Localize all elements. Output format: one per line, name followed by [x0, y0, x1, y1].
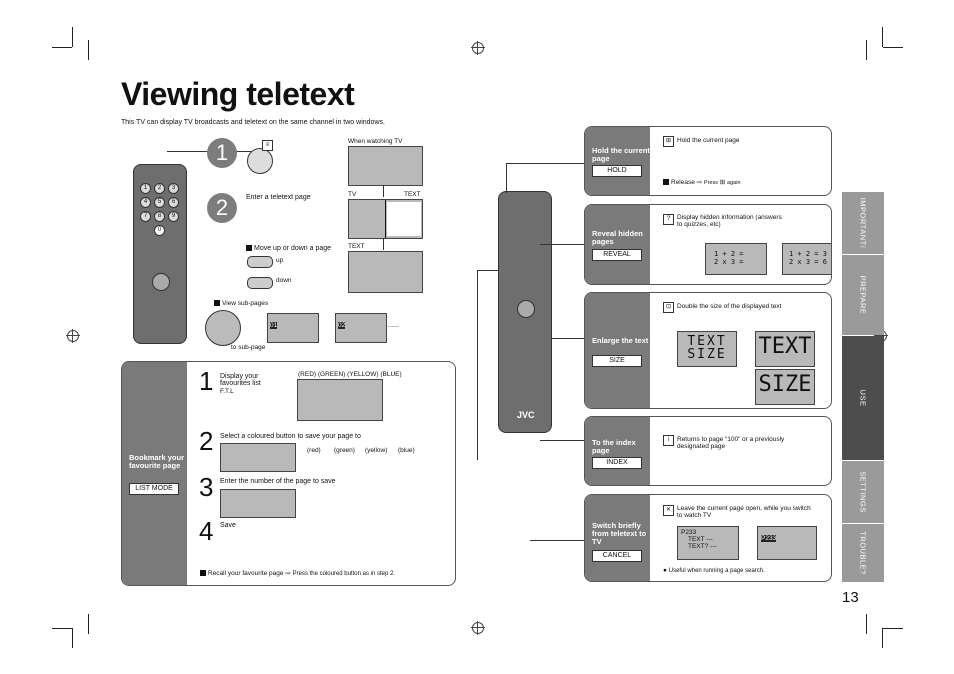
step-text: Display your favourites list: [220, 373, 261, 387]
sidebar-tab-settings: SETTINGS: [842, 461, 884, 523]
yellow-label: (yellow): [365, 447, 388, 454]
teletext-icon: ≡: [262, 140, 273, 151]
cancel-icon: ✕: [663, 505, 674, 516]
recall-text: Recall your favourite page ⇨ Press the c…: [200, 569, 395, 577]
reveal-desc: Display hidden information (answers to q…: [677, 214, 782, 228]
split-screen: [348, 199, 423, 239]
step-number: 1: [199, 366, 214, 396]
down-label: down: [276, 277, 292, 284]
sidebar-tab-use: USE: [842, 336, 884, 460]
step-number: 1: [207, 138, 237, 168]
navigation-dial: [205, 310, 241, 346]
cancel-after-screen: P233: [757, 526, 817, 560]
page-number: 13: [842, 589, 859, 606]
favourites-screen: [297, 379, 383, 421]
registration-mark: [66, 329, 80, 343]
green-label: (green): [334, 447, 355, 454]
sidebar-tab-prepare: PREPARE: [842, 255, 884, 335]
up-button: [247, 256, 273, 268]
reveal-icon: ?: [663, 214, 674, 225]
reveal-label: Reveal hidden pages: [592, 229, 643, 246]
brand-logo: JVC: [517, 410, 535, 420]
enlarge-label: Enlarge the text: [592, 336, 649, 345]
sidebar-tab-important: IMPORTANT!: [842, 192, 884, 254]
hold-desc: Hold the current page: [677, 137, 740, 144]
size-button-label: SIZE: [592, 355, 642, 367]
text-only-label: TEXT: [348, 243, 365, 250]
reveal-before: 1 + 2 =2 x 3 =: [705, 243, 767, 275]
step-number: 4: [199, 516, 214, 546]
enlarge-desc: Double the size of the displayed text: [677, 303, 782, 310]
bookmark-panel: Bookmark your favourite page LIST MODE 1…: [121, 361, 456, 586]
cancel-panel: Switch briefly from teletext to TV CANCE…: [584, 494, 832, 582]
cancel-desc: Leave the current page open, while you s…: [677, 505, 811, 519]
hold-panel: Hold the current page HOLD ⊞ Hold the cu…: [584, 126, 832, 196]
enter-number-screen: [220, 489, 296, 518]
remote-control-2: JVC: [498, 191, 552, 433]
up-label: up: [276, 257, 284, 264]
ftl-key: F.T.L: [220, 388, 234, 395]
reveal-button-label: REVEAL: [592, 249, 642, 261]
enter-page-text: Enter a teletext page: [246, 194, 311, 201]
enlarged-top-screen: TEXT: [755, 331, 815, 367]
list-mode-button-label: LIST MODE: [129, 483, 179, 495]
enlarge-panel: Enlarge the text SIZE ⊡ Double the size …: [584, 292, 832, 409]
registration-mark: [471, 621, 485, 635]
enlarged-bottom-screen: SIZE: [755, 369, 815, 405]
page-title: Viewing teletext: [121, 76, 355, 112]
cancel-button-label: CANCEL: [592, 550, 642, 562]
step-number: 2: [199, 426, 214, 456]
index-label: To the index page: [592, 438, 636, 455]
hold-label: Hold the current page: [592, 146, 650, 163]
step-number: 2: [207, 193, 237, 223]
hold-icon: ⊞: [663, 136, 674, 147]
intro-text: This TV can display TV broadcasts and te…: [121, 119, 385, 126]
index-desc: Returns to page “100” or a previously de…: [677, 436, 785, 450]
move-text: Move up or down a page: [246, 245, 331, 252]
teletext-screen: [348, 251, 423, 293]
text-button: [247, 148, 273, 174]
tv-label: TV: [348, 191, 357, 198]
tv-screen: [348, 146, 423, 186]
release-text: Release ⇨ Press ⊞ again: [663, 178, 741, 186]
sub-page-1: 01: [267, 313, 319, 343]
select-screen: [220, 443, 296, 472]
reveal-panel: Reveal hidden pages REVEAL ? Display hid…: [584, 204, 832, 285]
text-label: TEXT: [404, 191, 421, 198]
cancel-before-screen: P233 TEXT --- TEXT? ---: [677, 526, 739, 560]
view-sub-text: View sub-pages: [214, 300, 268, 307]
down-button: [247, 277, 273, 289]
step-text: Enter the number of the page to save: [220, 478, 336, 485]
hold-button-label: HOLD: [592, 165, 642, 177]
index-panel: To the index page INDEX i Returns to pag…: [584, 416, 832, 486]
registration-mark: [471, 41, 485, 55]
color-list: (RED) (GREEN) (YELLOW) (BLUE): [298, 371, 402, 378]
index-icon: i: [663, 435, 674, 446]
to-sub-label: to sub-page: [231, 344, 266, 351]
cancel-note: ● Useful when running a page search.: [663, 567, 765, 574]
size-icon: ⊡: [663, 302, 674, 313]
step-number: 3: [199, 472, 214, 502]
more-sub-pages: ......: [388, 322, 399, 329]
step-text: Select a coloured button to save your pa…: [220, 433, 361, 440]
step-text: Save: [220, 522, 236, 529]
bookmark-label: Bookmark your favourite page: [129, 453, 185, 470]
red-label: (red): [307, 447, 321, 454]
caption-watching: When watching TV: [348, 138, 403, 145]
index-button-label: INDEX: [592, 457, 642, 469]
sidebar-tab-trouble: TROUBLE?: [842, 524, 884, 582]
sub-page-2: 02: [335, 313, 387, 343]
cancel-label: Switch briefly from teletext to TV: [592, 521, 647, 546]
blue-label: (blue): [398, 447, 415, 454]
